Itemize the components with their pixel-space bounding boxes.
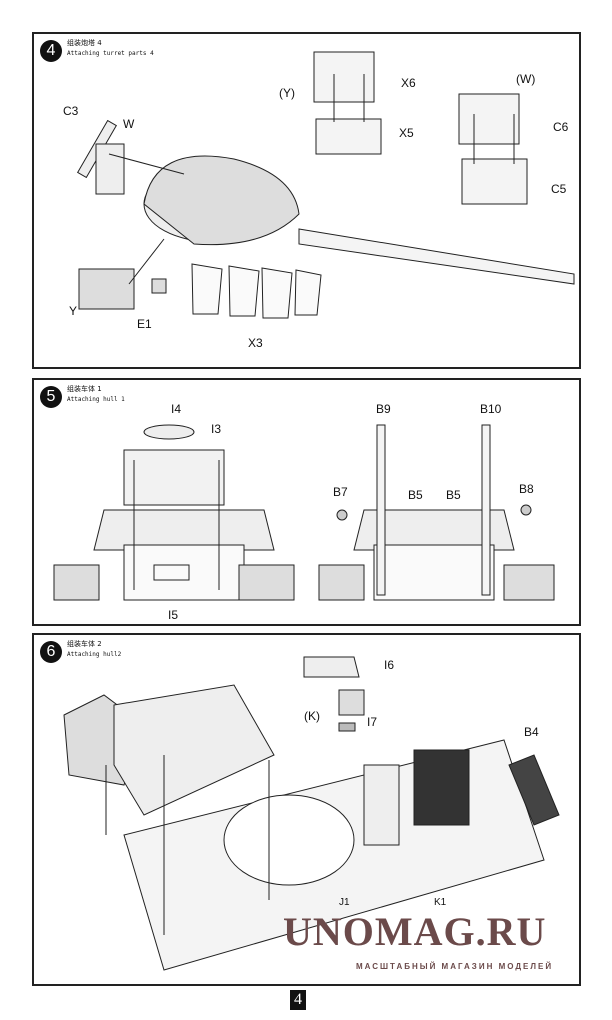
step-title-en: Attaching hull2 [67, 651, 122, 658]
part-label-i5: I5 [168, 608, 179, 622]
group-label-w: (W) [516, 72, 536, 86]
hull-assembly-diagram-1 [53, 424, 555, 601]
part-label-x3: X3 [248, 336, 263, 350]
step-title-cn: 组装车体 2 [67, 640, 102, 648]
step-6-panel: 6 组装车体 2 Attaching hull2 I6 (K) I7 B4 J1… [32, 633, 581, 986]
part-label-i4: I4 [171, 402, 182, 416]
part-label-y: Y [69, 304, 78, 318]
part-label-b5-left: B5 [408, 488, 423, 502]
step-number-badge: 4 [40, 40, 62, 62]
part-label-b8: B8 [519, 482, 534, 496]
part-label-i7: I7 [367, 715, 378, 729]
page-number: 4 [290, 990, 306, 1010]
step-number-badge: 6 [40, 641, 62, 663]
part-label-i3: I3 [211, 422, 222, 436]
step-number-badge: 5 [40, 386, 62, 408]
part-label-b5-right: B5 [446, 488, 461, 502]
step-title-en: Attaching hull 1 [67, 396, 125, 403]
part-label-x6: X6 [401, 76, 416, 90]
group-label-y: (Y) [279, 86, 295, 100]
part-label-j1: J1 [339, 897, 350, 908]
part-label-i6: I6 [384, 658, 395, 672]
part-label-x5: X5 [399, 126, 414, 140]
hull-assembly-diagram-2 [63, 656, 560, 971]
part-label-b7: B7 [333, 485, 348, 499]
part-label-b10: B10 [480, 402, 502, 416]
part-label-b9: B9 [376, 402, 391, 416]
step-5-panel: 5 组装车体 1 Attaching hull 1 I4 I3 I5 B9 B1… [32, 378, 581, 626]
part-label-k1: K1 [434, 897, 447, 908]
step-title-en: Attaching turret parts 4 [67, 50, 154, 57]
part-label-c5: C5 [551, 182, 567, 196]
step-title-cn: 组装车体 1 [67, 385, 102, 393]
turret-assembly-diagram [76, 51, 575, 319]
part-label-c3: C3 [63, 104, 79, 118]
part-label-b4: B4 [524, 725, 539, 739]
part-label-c6: C6 [553, 120, 569, 134]
part-label-w: W [123, 117, 135, 131]
part-label-e1: E1 [137, 317, 152, 331]
step-4-panel: 4 组装炮塔 4 Attaching turret parts 4 C3 W (… [32, 32, 581, 369]
watermark-logo: UNOMAG.RU [283, 909, 547, 954]
group-label-k: (K) [304, 709, 320, 723]
step-title-cn: 组装炮塔 4 [67, 39, 102, 47]
watermark-subtitle: МАСШТАБНЫЙ МАГАЗИН МОДЕЛЕЙ [356, 962, 554, 971]
